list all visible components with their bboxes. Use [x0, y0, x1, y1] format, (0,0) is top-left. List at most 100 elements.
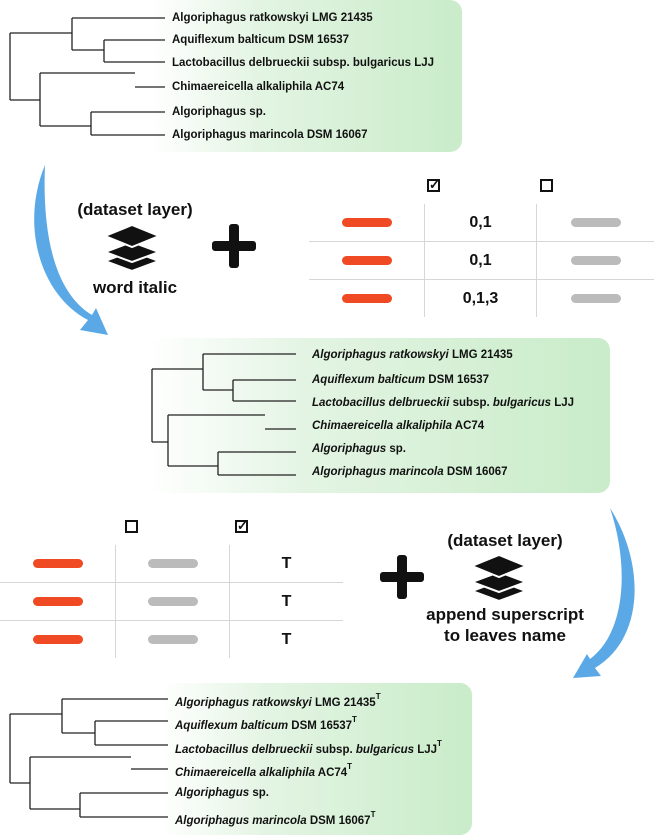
- table-row-2-nodeid: [0, 583, 116, 621]
- node-id-bar: [32, 559, 83, 568]
- leaf-name-part: subsp.: [312, 743, 356, 756]
- tree1-leaf: Algoriphagus marincola DSM 16067: [172, 128, 368, 142]
- tree2-leaf: Algoriphagus ratkowskyi LMG 21435: [312, 348, 513, 362]
- placeholder-bar: [147, 597, 198, 606]
- plus-icon: [380, 555, 424, 599]
- table-row-2-nodeid: [309, 242, 425, 280]
- tree2-leaf: Algoriphagus marincola DSM 16067: [312, 465, 508, 479]
- table-row-2-extra: [116, 583, 230, 621]
- column-placeholder-bar: [561, 181, 634, 191]
- tree1-leaf: Lactobacillus delbrueckii subsp. bulgari…: [172, 56, 434, 70]
- leaf-name-part: LJJ: [551, 397, 575, 409]
- leaf-name-part: DSM 16067: [306, 814, 371, 827]
- table-row-3-nodeid: [0, 621, 116, 658]
- dataset-layer-caption-2a: append superscript: [426, 605, 584, 624]
- dataset-table-super: Node IDs Super T T T: [0, 508, 343, 658]
- leaf-superscript: T: [370, 810, 376, 819]
- table-row-2-extra: [537, 242, 654, 280]
- leaf-name-part: Algoriphagus marincola: [312, 466, 444, 478]
- leaf-name-part: sp.: [249, 787, 269, 799]
- tree-italic: Algoriphagus ratkowskyi LMG 21435 Aquifl…: [148, 338, 610, 493]
- dataset-table-italic: Node IDs Italic 0,1 0,1 0,1,3: [309, 167, 654, 317]
- dataset-layer-label-1: (dataset layer): [77, 200, 193, 219]
- node-id-bar: [341, 294, 392, 303]
- table-row-3-super: T: [281, 630, 292, 648]
- table-row-2-super: T: [230, 583, 343, 621]
- flow-arrow-left: [34, 165, 108, 335]
- table-header-italic: Italic: [461, 176, 498, 193]
- tree2-leaf: Aquiflexum balticum DSM 16537: [312, 373, 489, 387]
- dataset-layer-caption-1: word italic: [92, 278, 178, 297]
- leaf-superscript: T: [437, 739, 442, 748]
- tree3-leaf: Lactobacillus delbrueckii subsp. bulgari…: [175, 739, 442, 757]
- tree2-leaf: Lactobacillus delbrueckii subsp. bulgari…: [312, 396, 574, 410]
- tree-superscript-branches: [9, 698, 168, 818]
- unnamed-column-checkbox[interactable]: [540, 179, 553, 192]
- leaf-name-part: bulgaricus: [492, 397, 552, 409]
- column-placeholder-bar: [146, 522, 219, 532]
- leaf-name-part: Algoriphagus marincola: [175, 814, 307, 827]
- table-row-1-nodeid: [0, 545, 116, 583]
- tree2-leaf: Chimaereicella alkaliphila AC74: [312, 419, 484, 433]
- node-id-bar: [32, 635, 83, 644]
- table-row-3-nodeid: [309, 280, 425, 317]
- leaf-superscript: T: [375, 692, 381, 701]
- table-row-3-extra: [537, 280, 654, 317]
- leaf-name-part: LMG 21435: [311, 696, 376, 709]
- leaf-name-part: DSM 16067: [443, 466, 508, 478]
- dataset-layer-label-2: (dataset layer): [447, 531, 563, 550]
- leaf-superscript: T: [347, 762, 353, 771]
- layers-icon: [470, 553, 528, 603]
- table-header-nodeids: Node IDs: [324, 176, 394, 193]
- tree3-leaf: Algoriphagus marincola DSM 16067T: [175, 810, 375, 828]
- leaf-name-part: Algoriphagus ratkowskyi: [312, 349, 449, 361]
- node-id-bar: [341, 218, 392, 227]
- leaf-name-part: sp.: [386, 443, 406, 455]
- tree3-leaf: Chimaereicella alkaliphila AC74T: [175, 762, 352, 780]
- leaf-name-part: AC74: [315, 766, 348, 779]
- leaf-name-part: Chimaereicella alkaliphila: [175, 766, 315, 779]
- table-header-nodeids: Node IDs: [15, 517, 85, 534]
- leaf-name-part: Lactobacillus delbrueckii subsp. bulgari…: [172, 57, 435, 69]
- tree1-leaf: Algoriphagus sp.: [172, 105, 266, 119]
- leaf-name-part: Algoriphagus ratkowskyi LMG 21435: [172, 12, 373, 24]
- placeholder-bar: [570, 256, 621, 265]
- leaf-name-part: subsp.: [449, 397, 493, 409]
- unnamed-column-checkbox[interactable]: [125, 520, 138, 533]
- leaf-name-part: DSM 16537: [425, 374, 490, 386]
- placeholder-bar: [570, 218, 621, 227]
- plus-icon: [212, 224, 256, 268]
- tree3-leaf: Aquiflexum balticum DSM 16537T: [175, 715, 357, 733]
- leaf-name-part: Lactobacillus delbrueckii: [175, 743, 313, 756]
- placeholder-bar: [570, 294, 621, 303]
- tree2-leaf: Algoriphagus sp.: [312, 442, 406, 456]
- node-id-bar: [341, 256, 392, 265]
- leaf-name-part: AC74: [452, 420, 485, 432]
- tree-italic-branches: [151, 353, 296, 476]
- table-row-1-extra: [537, 204, 654, 242]
- leaf-superscript: T: [352, 715, 357, 724]
- tree1-leaf: Aquiflexum balticum DSM 16537: [172, 33, 349, 47]
- super-checkbox[interactable]: [235, 518, 248, 534]
- italic-checkbox[interactable]: [427, 177, 440, 193]
- tree1-leaf: Chimaereicella alkaliphila AC74: [172, 80, 344, 94]
- leaf-name-part: Algoriphagus marincola DSM 16067: [172, 129, 368, 141]
- leaf-name-part: Chimaereicella alkaliphila AC74: [172, 81, 345, 93]
- tree-original: Algoriphagus ratkowskyi LMG 21435 Aquifl…: [0, 0, 462, 152]
- leaf-name-part: Chimaereicella alkaliphila: [312, 420, 452, 432]
- leaf-name-part: Algoriphagus: [175, 787, 250, 799]
- leaf-name-part: DSM 16537: [288, 719, 353, 732]
- flow-arrow-right: [573, 508, 635, 678]
- tree1-leaf: Algoriphagus ratkowskyi LMG 21435: [172, 11, 373, 25]
- leaf-name-part: Aquiflexum balticum DSM 16537: [172, 34, 350, 46]
- tree3-leaf: Algoriphagus ratkowskyi LMG 21435T: [175, 692, 381, 710]
- table-row-1-extra: [116, 545, 230, 583]
- tree3-leaf: Algoriphagus sp.: [175, 786, 269, 800]
- leaf-name-part: Aquiflexum balticum: [312, 374, 426, 386]
- leaf-name-part: Aquiflexum balticum: [175, 719, 289, 732]
- table-row-3-extra: [116, 621, 230, 658]
- dataset-layer-caption-2b: to leaves name: [444, 626, 566, 645]
- leaf-name-part: Algoriphagus ratkowskyi: [175, 696, 312, 709]
- table-row-3-italic: 0,1,3: [425, 280, 537, 317]
- tree-original-branches: [9, 17, 165, 136]
